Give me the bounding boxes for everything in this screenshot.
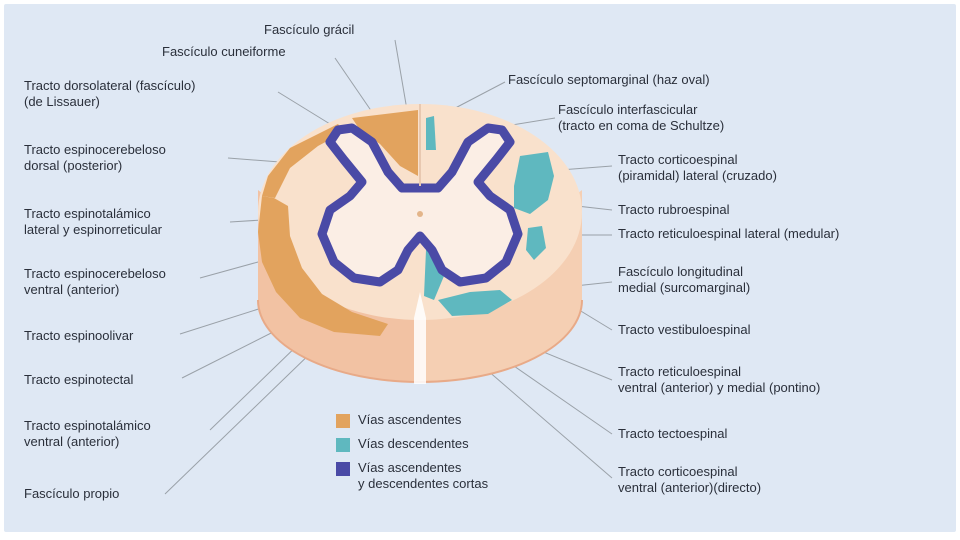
legend-label-ascending: Vías ascendentes — [358, 412, 462, 427]
label-fasciculo-propio: Fascículo propio — [24, 486, 120, 501]
label-fasciculo-gracil: Fascículo grácil — [264, 22, 355, 37]
label-fasciculo-interfascicular: Fascículo interfascicular(tracto en coma… — [558, 102, 725, 133]
ascending-tracts — [258, 110, 418, 336]
label-tracto-dorsolateral: Tracto dorsolateral (fascículo)(de Lissa… — [24, 78, 196, 109]
legend-swatch-descending — [336, 438, 350, 452]
label-tectoespinal: Tracto tectoespinal — [618, 426, 728, 441]
label-espinotectal: Tracto espinotectal — [24, 372, 134, 387]
legend-swatch-ascending — [336, 414, 350, 428]
label-fasciculo-septomarginal: Fascículo septomarginal (haz oval) — [508, 72, 710, 87]
anterior-median-fissure — [414, 292, 426, 384]
central-canal — [417, 211, 423, 217]
gray-matter — [317, 123, 523, 287]
label-vestibuloespinal: Tracto vestibuloespinal — [618, 322, 751, 337]
legend-label-descending: Vías descendentes — [358, 436, 469, 451]
label-corticoespinal-lateral: Tracto corticoespinal(piramidal) lateral… — [618, 152, 777, 183]
legend-swatch-short — [336, 462, 350, 476]
label-reticuloespinal-lateral: Tracto reticuloespinal lateral (medular) — [618, 226, 840, 241]
label-rubroespinal: Tracto rubroespinal — [618, 202, 730, 217]
label-fasciculo-cuneiforme: Fascículo cuneiforme — [162, 44, 286, 59]
descending-tracts — [424, 116, 554, 316]
label-espinoolivar: Tracto espinoolivar — [24, 328, 134, 343]
